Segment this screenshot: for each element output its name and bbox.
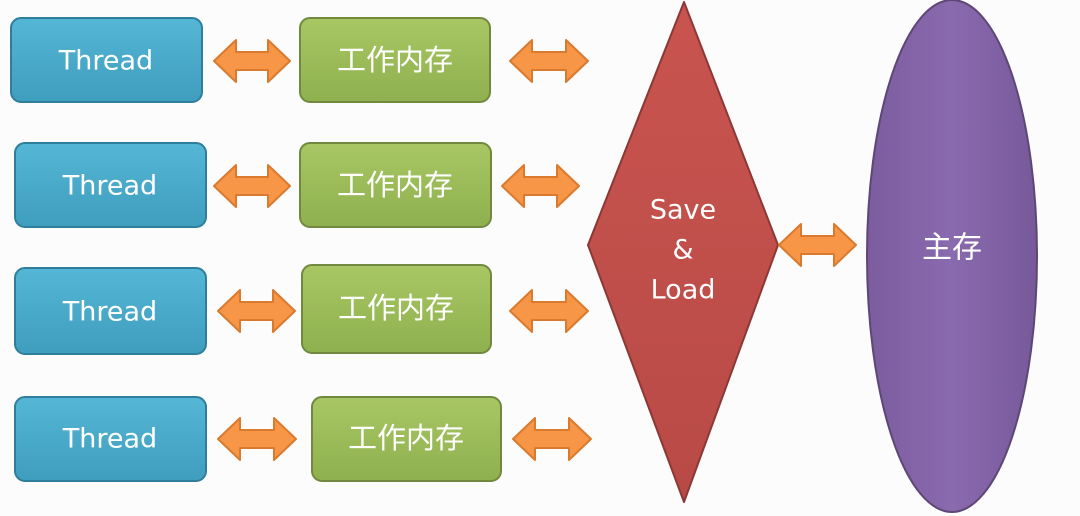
main-memory-ellipse [866, 0, 1038, 513]
thread-label-1: Thread [58, 46, 153, 77]
thread-box-4 [14, 396, 207, 482]
arrow-mem-saveload-1 [509, 39, 589, 83]
memory-label-1: 工作内存 [337, 43, 453, 77]
memory-box-2 [299, 142, 492, 228]
arrow-mem-saveload-2 [501, 164, 580, 208]
arrow-mem-saveload-4 [512, 417, 592, 461]
load-label: Load [651, 275, 716, 306]
thread-label-4: Thread [62, 424, 157, 455]
arrow-thread-mem-2 [213, 164, 291, 208]
memory-label-2: 工作内存 [337, 168, 453, 202]
memory-box-3 [301, 264, 492, 354]
row-2: Thread 工作内存 [14, 142, 580, 228]
main-memory-node: 主存 [866, 0, 1038, 513]
thread-box-3 [14, 267, 207, 355]
memory-label-4: 工作内存 [348, 421, 464, 455]
arrow-mem-saveload-3 [509, 289, 589, 333]
row-3: Thread 工作内存 [14, 264, 589, 355]
memory-label-3: 工作内存 [338, 291, 454, 325]
arrow-thread-mem-1 [213, 39, 291, 83]
thread-label-2: Thread [62, 171, 157, 202]
save-label: Save [650, 195, 716, 226]
arrow-thread-mem-4 [217, 417, 297, 461]
memory-box-4 [311, 396, 502, 482]
ampersand-label: & [672, 235, 693, 266]
main-memory-label: 主存 [922, 231, 982, 266]
row-1: Thread 工作内存 [10, 17, 589, 103]
thread-label-3: Thread [62, 297, 157, 328]
save-load-diamond [587, 1, 779, 503]
arrow-thread-mem-3 [217, 289, 296, 333]
row-4: Thread 工作内存 [14, 396, 592, 482]
save-load-node: Save & Load [587, 1, 779, 503]
thread-box-1 [10, 17, 203, 103]
memory-box-1 [299, 17, 491, 103]
arrow-saveload-main [778, 223, 857, 267]
thread-box-2 [14, 142, 207, 228]
